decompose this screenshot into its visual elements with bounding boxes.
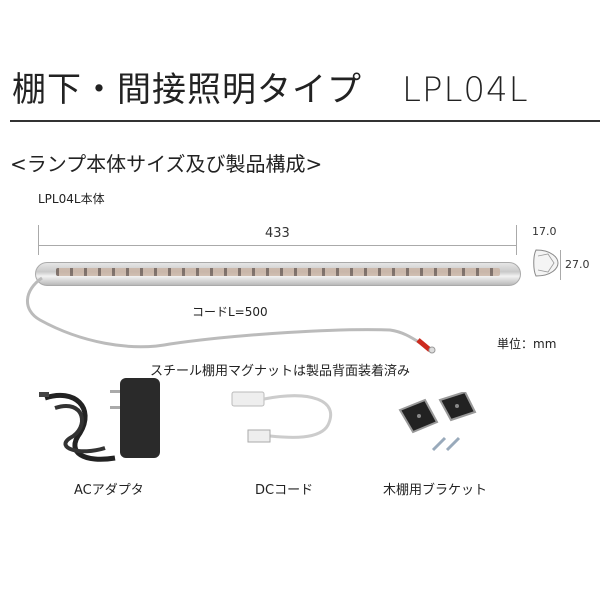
lamp-body-image (35, 262, 521, 286)
dc-cord-label: DCコード (255, 483, 314, 498)
led-strip (56, 268, 500, 276)
ac-adapter-label: ACアダプタ (74, 483, 144, 498)
power-cord (26, 276, 436, 354)
section-height: 27.0 (565, 258, 590, 271)
length-dimension: 433 (265, 226, 290, 241)
dc-cord-icon (231, 391, 333, 443)
model-number: LPL04L (402, 70, 529, 110)
cross-section-icon (533, 249, 559, 277)
title-divider (10, 120, 600, 122)
bracket-icon (398, 392, 477, 452)
title-text: 棚下・間接照明タイプ (12, 70, 362, 110)
dimension-line (38, 245, 516, 246)
ac-adapter-icon (39, 378, 160, 462)
section-heading: <ランプ本体サイズ及び製品構成> (10, 152, 323, 176)
cord-length-label: コードL=500 (192, 305, 268, 319)
lamp-body-label: LPL04L本体 (38, 192, 105, 206)
section-width: 17.0 (532, 225, 557, 238)
unit-label: 単位：mm (497, 337, 557, 351)
section-height-line (560, 250, 561, 280)
dimension-tick-right (516, 225, 517, 255)
dimension-tick-left (38, 225, 39, 255)
bracket-label: 木棚用ブラケット (383, 483, 488, 498)
magnet-note: スチール棚用マグナットは製品背面装着済み (150, 364, 411, 379)
page-title: 棚下・間接照明タイプ LPL04L (12, 62, 529, 111)
